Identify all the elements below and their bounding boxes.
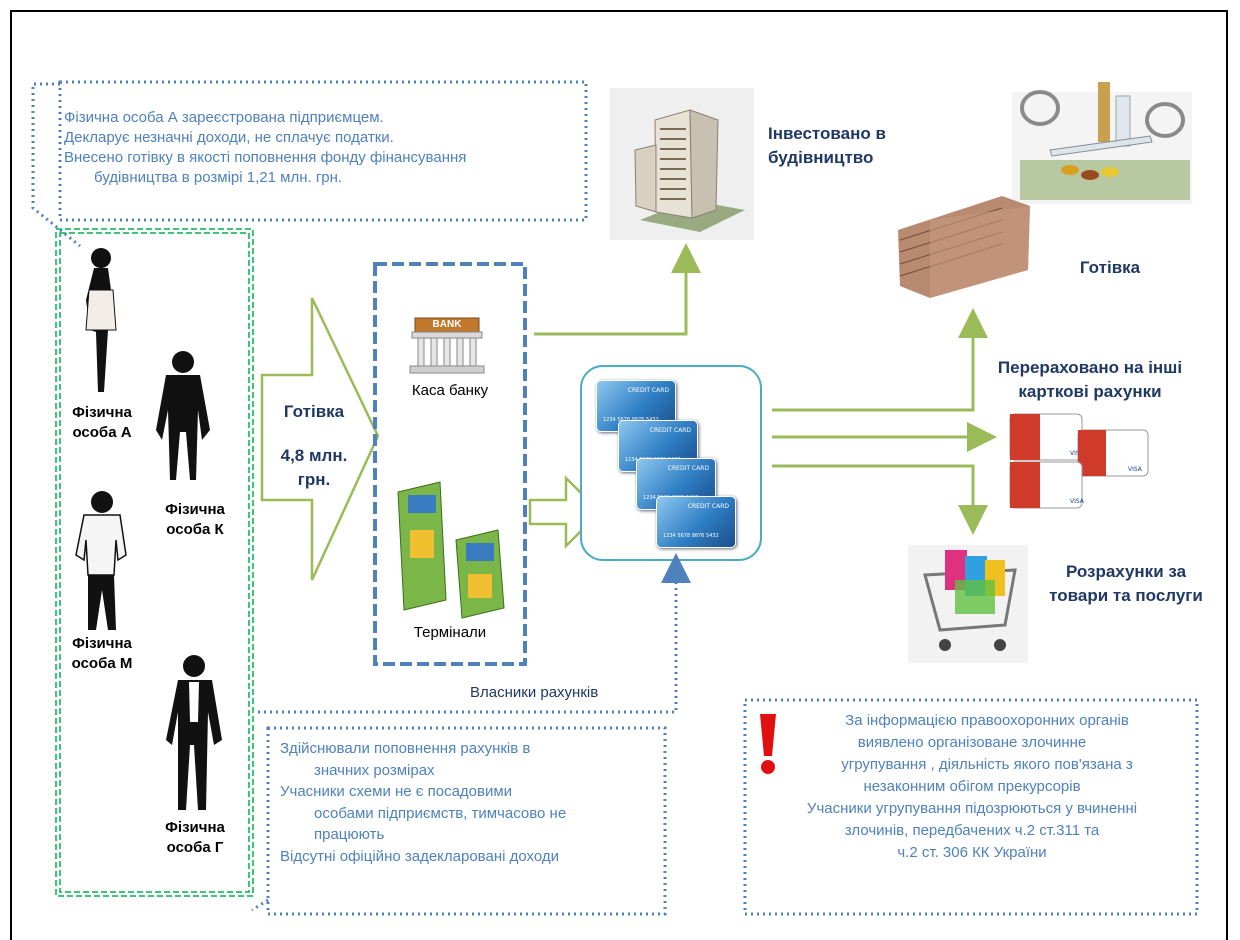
credit-card-label: CREDIT CARD: [687, 503, 729, 510]
note-top: Фізична особа А зареєстрована підприємце…: [60, 108, 586, 188]
credit-card-label: CREDIT CARD: [627, 387, 669, 394]
person-g-silhouette: [166, 655, 222, 810]
note-top-line: будівництва в розмірі 1,21 млн. грн.: [94, 169, 343, 186]
invested-label: Інвестовано в будівництво: [768, 124, 886, 167]
note-bottom: Здійснювали поповнення рахунків в значни…: [280, 738, 660, 867]
bank-icon: [409, 317, 485, 374]
cards-to-cash-arrow: [772, 308, 988, 412]
cash-output-label: Готівка: [1079, 258, 1141, 277]
note-right-line: За інформацією правоохоронних органів: [845, 712, 1129, 729]
persons-box: [55, 228, 254, 897]
payments-label: Розрахунки за товари та послуги: [1049, 562, 1203, 605]
building-image: [610, 88, 754, 240]
money-stack-image: [898, 196, 1030, 298]
payment-card-1: VISA: [1009, 413, 1085, 461]
drugs-image: [1012, 82, 1192, 204]
bank-sign: BANK: [432, 319, 462, 330]
note-bottom-line: особами підприємств, тимчасово не: [314, 804, 567, 822]
note-right-line: виявлено організоване злочинне: [857, 734, 1087, 751]
transferred-label: Перераховано на інші карткові рахунки: [997, 358, 1183, 401]
terminal-icon-2: [455, 529, 505, 619]
payment-card-2: VISA: [1077, 429, 1149, 477]
note-right-line: Учасники угрупування підозрюються у вчин…: [806, 800, 1138, 817]
persons-box-inner: [59, 232, 250, 893]
note-bottom-line: Відсутні офіційно задекларовані доходи: [280, 847, 560, 865]
person-k-silhouette: [156, 351, 210, 480]
note-top-line: Внесено готівку в якості поповнення фонд…: [64, 149, 467, 166]
note-top-line: Декларує незначні доходи, не сплачує под…: [64, 129, 394, 146]
person-k-label: Фізична особа К: [165, 501, 225, 538]
note-bottom-line: Здійснювали поповнення рахунків в: [280, 740, 531, 757]
note-bottom-connector: [251, 898, 269, 912]
cash-arrow-title: Готівка: [283, 402, 345, 421]
bank-label: Каса банку: [411, 382, 489, 399]
cards-to-payments-arrow: [772, 464, 988, 535]
bank-to-building-arrow: [534, 243, 701, 336]
note-top-line: Фізична особа А зареєстрована підприємце…: [64, 109, 384, 126]
note-bottom-box: [266, 726, 667, 916]
note-right-line: злочинів, передбачених ч.2 ст.311 та: [844, 822, 1100, 839]
channels-box: [373, 262, 527, 666]
note-bottom-line: значних розмірах: [314, 761, 435, 779]
note-right-line: угрупування , діяльність якого пов'язана…: [841, 756, 1133, 773]
svg-text:VISA: VISA: [1128, 466, 1143, 473]
note-right-box: [743, 698, 1199, 916]
person-g-label: Фізична особа Г: [165, 819, 225, 856]
person-m-silhouette: [75, 491, 127, 630]
note-right-line: ч.2 ст. 306 КК України: [897, 844, 1047, 861]
credit-card-number: 1234 5678 9876 5432: [663, 533, 719, 539]
svg-text:VISA: VISA: [1070, 498, 1085, 505]
note-bottom-line: працюють: [314, 826, 385, 843]
shopping-cart-image: [908, 545, 1028, 663]
person-a-silhouette: [85, 248, 117, 392]
alert-icon: [760, 714, 776, 774]
cash-arrow-amount: 4,8 млн. грн.: [280, 446, 348, 489]
note-top-connector: [31, 82, 81, 248]
owners-connector: [258, 553, 691, 714]
svg-text:VISA: VISA: [1070, 450, 1085, 457]
terminals-label: Термінали: [413, 624, 487, 641]
payment-card-3: VISA: [1009, 461, 1085, 509]
person-a-label: Фізична особа А: [72, 404, 132, 441]
note-right: За інформацією правоохоронних органів ви…: [750, 710, 1194, 864]
note-top-box: [58, 80, 588, 222]
cash-big-arrow: [260, 297, 380, 581]
credit-card-label: CREDIT CARD: [667, 465, 709, 472]
credit-card: CREDIT CARD 1234 5678 9876 5432: [656, 496, 736, 548]
terminal-icon-1: [397, 481, 447, 611]
credit-card-label: CREDIT CARD: [649, 427, 691, 434]
note-bottom-line: Учасники схеми не є посадовими: [280, 783, 513, 800]
person-m-label: Фізична особа М: [71, 635, 133, 672]
note-right-line: незаконним обігом прекурсорів: [863, 778, 1081, 795]
owners-label: Власники рахунків: [470, 684, 599, 701]
diagram-frame: [10, 10, 1228, 940]
